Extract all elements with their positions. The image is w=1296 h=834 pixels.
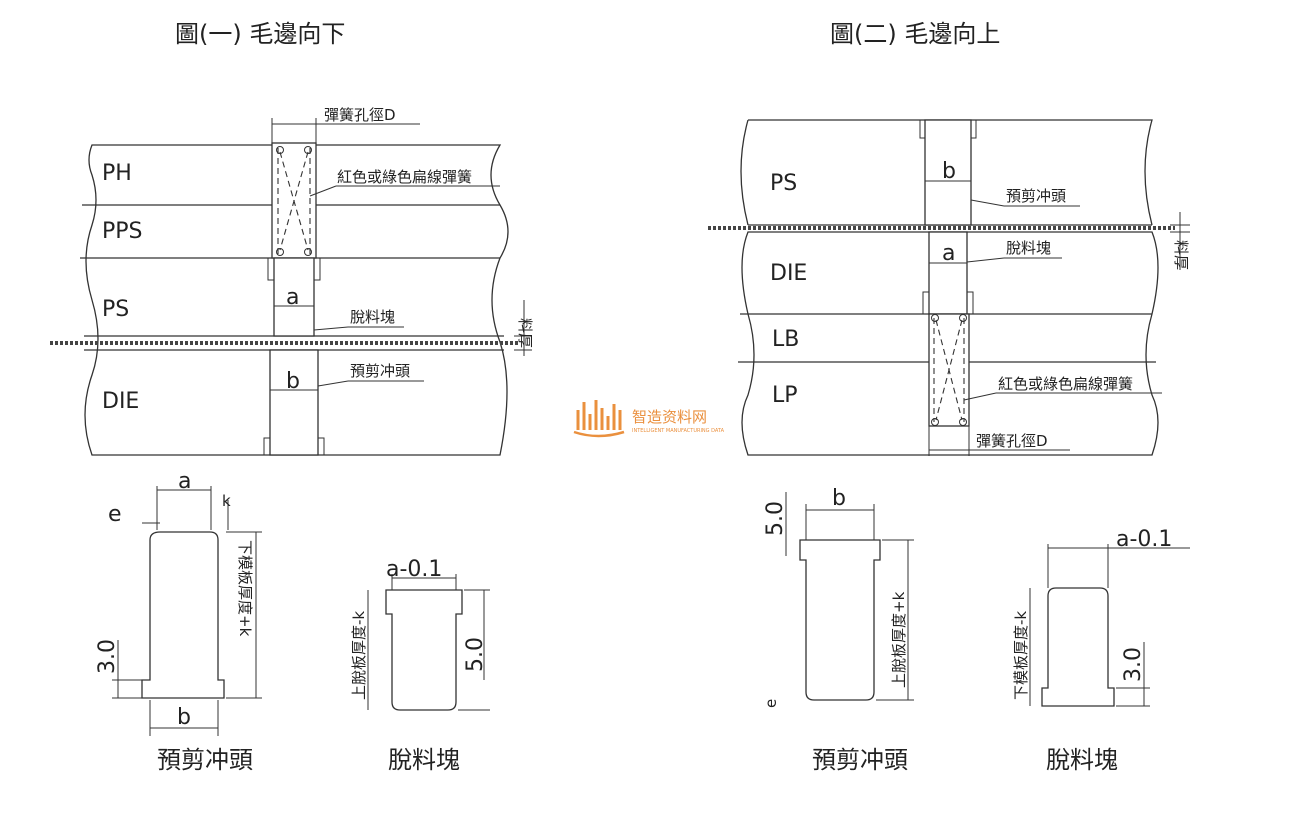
fig1-stripper-label: 脫料塊: [350, 308, 395, 326]
fig1-plate-pps: PPS: [102, 219, 143, 244]
detail1-block-len: 上脫板厚度-k: [350, 611, 368, 700]
detail1-punch-a: a: [178, 469, 191, 494]
fig2-plate-ps: PS: [770, 171, 797, 196]
watermark-logo: 智造资料网 INTELLIGENT MANUFACTURING DATA: [573, 400, 725, 438]
fig2-plate-lp: LP: [772, 383, 798, 408]
detail1-punch-b: b: [177, 705, 191, 730]
detail2-block-top: a-0.1: [1116, 527, 1172, 552]
fig2-thickness-label: 料厚: [1172, 240, 1190, 270]
fig1-spring-label: 紅色或綠色扁線彈簧: [337, 168, 472, 186]
fig2-spring-hole-label: 彈簧孔徑D: [976, 432, 1048, 450]
fig1-plate-outline: [84, 144, 509, 456]
detail1-punch-k: k: [222, 492, 231, 510]
watermark-icon: [573, 400, 625, 438]
detail2-block-h: 3.0: [1121, 647, 1146, 682]
fig1-plate-ps: PS: [102, 297, 129, 322]
fig1-punch-label: 預剪冲頭: [350, 362, 410, 380]
detail2-punch-e: e: [762, 699, 780, 708]
fig2-plate-lb: LB: [772, 327, 799, 352]
fig1-stripper-block: [273, 257, 315, 337]
figure-1-title: 圖(一) 毛邊向下: [175, 20, 345, 48]
detail1-block-h: 5.0: [463, 637, 488, 672]
figure-2: 圖(二) 毛邊向上 PS DIE LB LP b a 彈簧孔徑D: [708, 20, 1190, 456]
fig2-stripper-block: [928, 231, 968, 315]
fig2-upper-outline: [740, 119, 1153, 226]
fig1-thickness-label: 料厚: [516, 318, 534, 348]
fig2-plate-die: DIE: [770, 261, 807, 286]
detail-1-punch: a e k 下模板厚度+k 3.0 b 預剪冲頭: [95, 469, 262, 774]
detail2-punch-caption: 預剪冲頭: [812, 746, 908, 774]
fig1-plate-die: DIE: [102, 389, 139, 414]
detail2-punch-b: b: [832, 486, 846, 511]
detail1-punch-e: e: [108, 502, 122, 527]
fig2-stripper-label: 脫料塊: [1006, 239, 1051, 257]
detail-2-punch: b 5.0 上脫板厚度+k e 預剪冲頭: [762, 486, 914, 774]
fig2-punch: [924, 119, 972, 226]
detail2-block-len: 下模板厚度-k: [1012, 611, 1030, 700]
fig1-spring-hole-label: 彈簧孔徑D: [324, 106, 396, 124]
detail2-punch-len: 上脫板厚度+k: [890, 591, 908, 688]
figure-2-title: 圖(二) 毛邊向上: [830, 20, 1000, 48]
fig1-punch: [269, 349, 319, 456]
fig1-dim-b: b: [286, 369, 300, 394]
figure-1: 圖(一) 毛邊向下 PH PPS PS DIE a b: [50, 20, 534, 456]
detail-2-block: a-0.1 下模板厚度-k 3.0 脫料塊: [1012, 527, 1190, 774]
detail1-punch-caption: 預剪冲頭: [157, 746, 253, 774]
fig2-spring-label: 紅色或綠色扁線彈簧: [998, 375, 1133, 393]
detail1-punch-h: 3.0: [95, 639, 120, 674]
detail2-block-caption: 脫料塊: [1046, 746, 1118, 774]
detail-1-block: a-0.1 上脫板厚度-k 5.0 脫料塊: [350, 557, 490, 774]
fig2-dim-a: a: [942, 241, 955, 266]
watermark-en: INTELLIGENT MANUFACTURING DATA: [632, 428, 725, 434]
fig2-punch-label: 預剪冲頭: [1006, 187, 1066, 205]
fig1-plate-ph: PH: [102, 161, 132, 186]
detail2-punch-h: 5.0: [763, 501, 788, 536]
watermark-cn: 智造资料网: [632, 408, 707, 426]
fig1-dim-a: a: [286, 285, 299, 310]
fig2-dim-b: b: [942, 159, 956, 184]
detail1-punch-len: 下模板厚度+k: [236, 540, 254, 637]
detail1-block-top: a-0.1: [386, 557, 442, 582]
detail1-block-caption: 脫料塊: [388, 746, 460, 774]
